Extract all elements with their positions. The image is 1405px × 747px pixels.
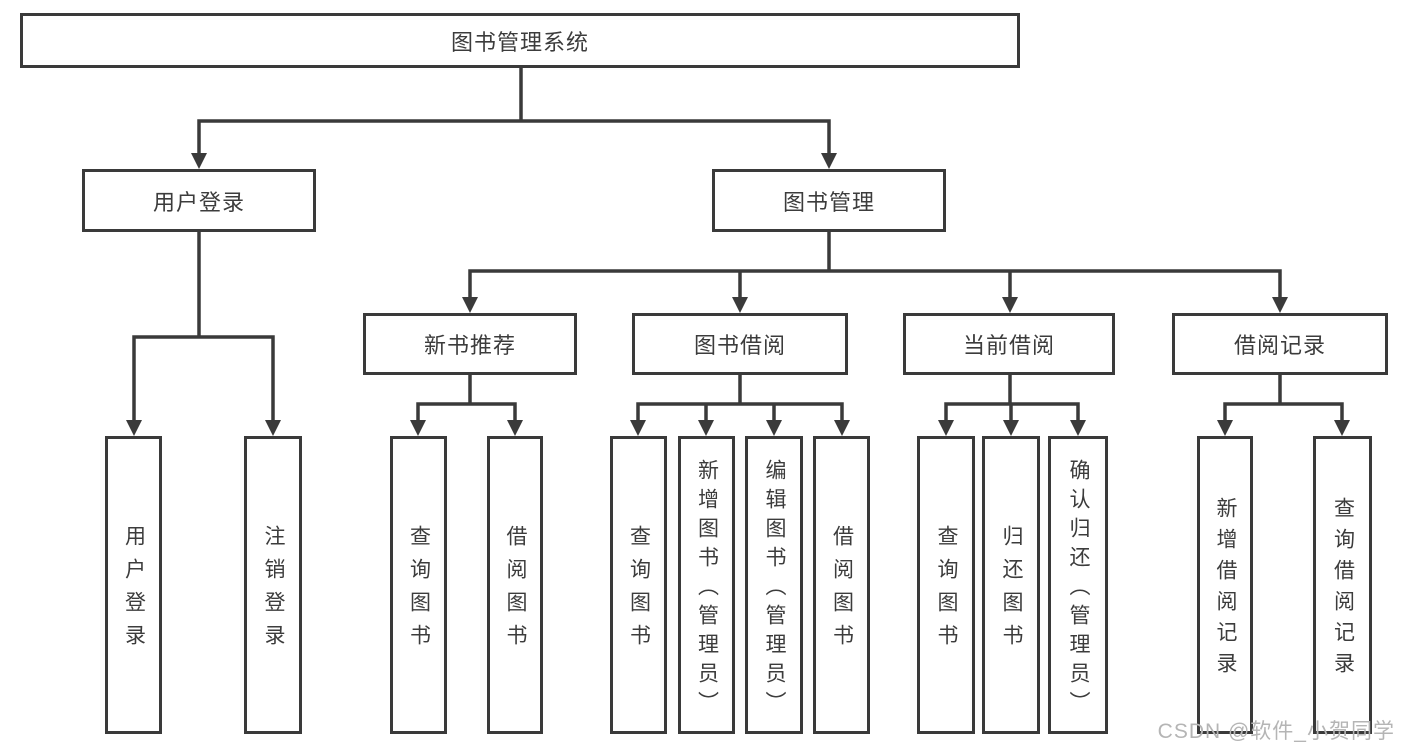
leaf-query-borrow-record-label: 查询借阅记录 [1331,497,1355,683]
leaf-query-books-1: 查询图书 [390,436,447,734]
leaf-logout-label: 注销登录 [262,525,285,657]
node-current-borrow-label: 当前借阅 [962,333,1055,358]
leaf-borrow-books-2: 借阅图书 [813,436,870,734]
leaf-query-books-2-label: 查询图书 [627,525,651,657]
leaf-user-login-label: 用户登录 [122,525,146,657]
leaf-return-book: 归还图书 [982,436,1040,734]
leaf-query-books-3-label: 查询图书 [935,525,958,657]
leaf-add-book-admin: 新增图书（管理员） [678,436,735,734]
node-current-borrow: 当前借阅 [903,313,1115,375]
connector-current-borrow-split [944,375,1080,424]
leaf-add-book-admin-label: 新增图书（管理员） [695,458,719,720]
node-user-login-label: 用户登录 [152,189,245,215]
leaf-edit-book-admin: 编辑图书（管理员） [745,436,803,734]
node-root-label: 图书管理系统 [450,29,589,55]
node-book-management: 图书管理 [712,169,946,232]
node-book-management-label: 图书管理 [782,189,875,215]
node-borrow-records: 借阅记录 [1172,313,1388,375]
leaf-user-login: 用户登录 [105,436,162,734]
leaf-add-borrow-record: 新增借阅记录 [1197,436,1253,734]
leaf-borrow-books-1-label: 借阅图书 [504,525,527,657]
connector-book-mgmt-split [468,232,1282,300]
leaf-confirm-return-admin-label: 确认归还（管理员） [1067,458,1090,720]
leaf-query-borrow-record: 查询借阅记录 [1313,436,1372,734]
node-book-borrow: 图书借阅 [632,313,848,375]
leaf-query-books-2: 查询图书 [610,436,667,734]
connector-user-login-split [132,232,275,424]
leaf-borrow-books-1: 借阅图书 [487,436,543,734]
node-new-book-recommend: 新书推荐 [363,313,577,375]
connector-root-to-level2 [197,68,831,154]
csdn-watermark: CSDN @软件_小贺同学 [1157,720,1395,743]
connector-book-borrow-split [636,375,844,424]
leaf-add-borrow-record-label: 新增借阅记录 [1214,497,1237,683]
connector-borrow-records-split [1223,375,1344,424]
leaf-edit-book-admin-label: 编辑图书（管理员） [763,458,786,720]
leaf-confirm-return-admin: 确认归还（管理员） [1048,436,1108,734]
node-borrow-records-label: 借阅记录 [1233,333,1326,358]
node-user-login: 用户登录 [82,169,316,232]
node-book-borrow-label: 图书借阅 [693,333,786,358]
connector-new-book-split [416,375,517,424]
leaf-logout: 注销登录 [244,436,302,734]
node-new-book-recommend-label: 新书推荐 [423,333,516,358]
leaf-query-books-3: 查询图书 [917,436,975,734]
leaf-query-books-1-label: 查询图书 [407,525,431,657]
leaf-borrow-books-2-label: 借阅图书 [830,525,854,657]
node-root-library-system: 图书管理系统 [20,13,1020,68]
leaf-return-book-label: 归还图书 [1000,525,1023,657]
